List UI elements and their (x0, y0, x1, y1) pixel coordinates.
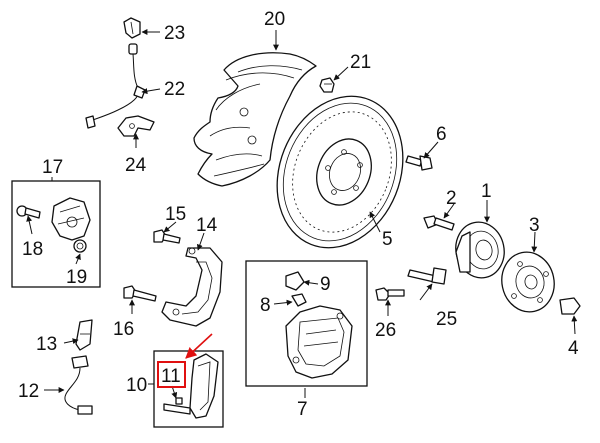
highlight-arrow (185, 333, 213, 359)
part-13-bracket (75, 319, 93, 351)
group-box-7 (245, 260, 368, 387)
part-26-bolt (375, 287, 405, 301)
part-24-bracket (117, 115, 155, 137)
part-3-hub (501, 251, 555, 313)
part-9-bleeder (285, 271, 305, 291)
part-12-sensor (64, 355, 93, 415)
callout-23: 23 (164, 23, 185, 44)
callout-11: 11 (161, 366, 181, 387)
callout-22: 22 (164, 79, 185, 100)
callout-9: 9 (320, 274, 331, 295)
callout-18: 18 (22, 239, 43, 260)
part-14-caliper-bracket (161, 247, 223, 327)
callout-6: 6 (436, 124, 447, 145)
part-8-bolt (291, 293, 307, 307)
callout-16: 16 (113, 319, 134, 340)
callout-7: 7 (297, 399, 308, 420)
callout-8: 8 (260, 295, 271, 316)
part-2-bolt (423, 215, 455, 231)
callout-20: 20 (264, 9, 285, 30)
part-4-bolt (559, 297, 581, 315)
part-21-bolt (319, 77, 335, 93)
group-box-17 (11, 180, 101, 288)
callout-2: 2 (446, 188, 457, 209)
part-23-clip (123, 17, 141, 39)
part-6-bolt (405, 155, 433, 171)
callout-17: 17 (42, 157, 63, 178)
part-5-rotor (276, 95, 404, 249)
callout-25: 25 (436, 309, 457, 330)
part-20-dust-shield (193, 52, 317, 187)
part-1-hub-bearing (455, 221, 505, 279)
callout-21: 21 (350, 52, 371, 73)
callout-15: 15 (165, 204, 186, 225)
callout-4: 4 (568, 338, 579, 359)
part-17-parking-motor (51, 197, 91, 241)
part-15-bolt (153, 229, 181, 244)
callout-10: 10 (126, 375, 147, 396)
callout-labels: 23 22 24 20 21 6 17 5 2 1 3 15 14 18 19 … (18, 9, 579, 420)
part-11-pad-clip (163, 397, 191, 415)
callout-13: 13 (36, 334, 57, 355)
part-7-caliper (285, 305, 353, 379)
callout-1: 1 (481, 181, 492, 202)
callout-12: 12 (18, 381, 39, 402)
part-10-brake-pads (189, 353, 219, 419)
callout-5: 5 (382, 229, 393, 250)
part-16-bolt (123, 285, 157, 302)
part-25-bolt (407, 267, 447, 285)
callout-19: 19 (66, 267, 87, 288)
part-19-seal (73, 239, 87, 253)
callout-26: 26 (375, 320, 396, 341)
part-22-sensor-wire (85, 43, 146, 129)
callout-3: 3 (529, 215, 540, 236)
callout-14: 14 (196, 215, 218, 236)
callout-24: 24 (125, 155, 147, 176)
highlight-box-11 (157, 361, 186, 388)
part-18-bolt (16, 205, 41, 219)
